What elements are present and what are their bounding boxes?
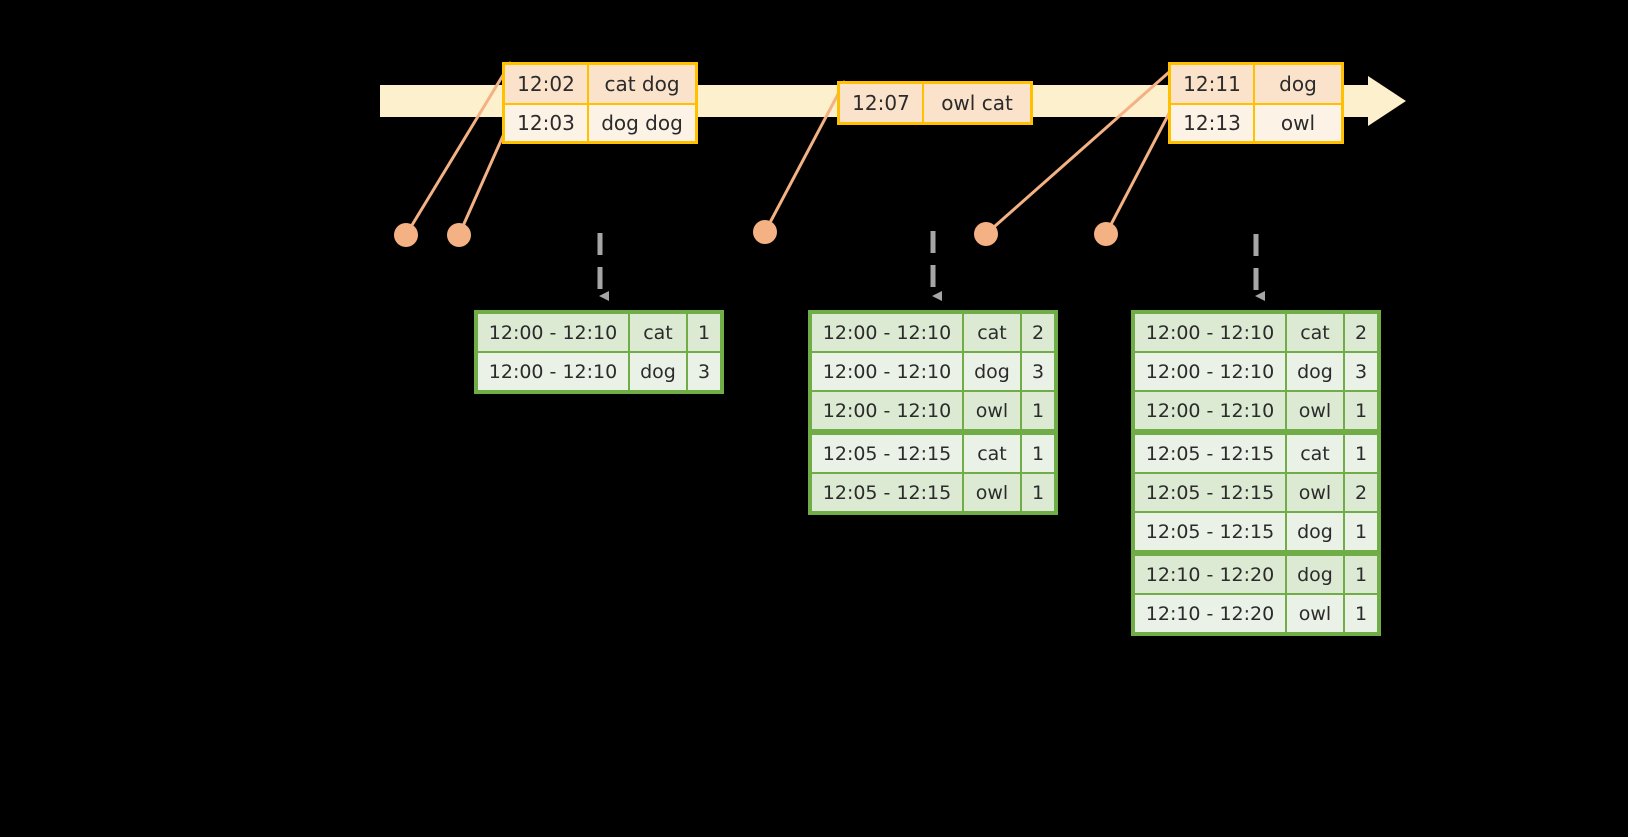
event-row: 12:07 owl cat: [840, 84, 1030, 122]
event-row: 12:02 cat dog: [505, 65, 695, 103]
count-cell: 1: [1022, 435, 1054, 472]
window-cell: 12:00 - 12:10: [812, 392, 962, 429]
event-box-1[interactable]: 12:02 cat dog 12:03 dog dog: [502, 62, 698, 144]
connector-dot-2: [447, 223, 471, 247]
word-cell: cat: [964, 314, 1020, 351]
connector-dots: [394, 220, 1118, 247]
event-box-3[interactable]: 12:11 dog 12:13 owl: [1168, 62, 1344, 144]
word-cell: owl: [1287, 595, 1343, 632]
down-arrows: [597, 231, 1265, 301]
word-cell: cat: [630, 314, 686, 351]
count-cell: 1: [1022, 392, 1054, 429]
count-cell: 1: [1022, 474, 1054, 511]
window-cell: 12:00 - 12:10: [812, 353, 962, 390]
word-cell: owl: [964, 392, 1020, 429]
window-cell: 12:05 - 12:15: [1135, 513, 1285, 550]
window-cell: 12:05 - 12:15: [812, 474, 962, 511]
count-cell: 1: [688, 314, 720, 351]
count-cell: 1: [1345, 556, 1377, 593]
window-cell: 12:00 - 12:10: [1135, 314, 1285, 351]
connector-dot-3: [753, 220, 777, 244]
connector-dot-4: [974, 222, 998, 246]
word-cell: owl: [964, 474, 1020, 511]
window-cell: 12:05 - 12:15: [812, 435, 962, 472]
count-cell: 1: [1345, 595, 1377, 632]
connector-dot-5: [1094, 222, 1118, 246]
event-time: 12:13: [1171, 105, 1255, 141]
count-cell: 1: [1345, 435, 1377, 472]
word-cell: dog: [1287, 353, 1343, 390]
event-time: 12:07: [840, 84, 924, 122]
word-cell: dog: [1287, 513, 1343, 550]
word-cell: dog: [1287, 556, 1343, 593]
window-cell: 12:00 - 12:10: [1135, 392, 1285, 429]
count-cell: 2: [1345, 314, 1377, 351]
event-time: 12:03: [505, 105, 589, 141]
word-cell: cat: [1287, 435, 1343, 472]
event-words: cat dog: [604, 72, 680, 96]
window-cell: 12:10 - 12:20: [1135, 556, 1285, 593]
count-cell: 2: [1345, 474, 1377, 511]
count-cell: 3: [1345, 353, 1377, 390]
word-cell: owl: [1287, 392, 1343, 429]
event-words: dog: [1279, 72, 1317, 96]
count-cell: 1: [1345, 513, 1377, 550]
window-cell: 12:00 - 12:10: [812, 314, 962, 351]
event-words: owl cat: [941, 91, 1013, 115]
event-row: 12:13 owl: [1171, 103, 1341, 141]
window-cell: 12:00 - 12:10: [478, 353, 628, 390]
count-cell: 1: [1345, 392, 1377, 429]
event-row: 12:03 dog dog: [505, 103, 695, 141]
event-row: 12:11 dog: [1171, 65, 1341, 103]
window-cell: 12:05 - 12:15: [1135, 435, 1285, 472]
window-cell: 12:00 - 12:10: [1135, 353, 1285, 390]
word-cell: cat: [1287, 314, 1343, 351]
word-cell: cat: [964, 435, 1020, 472]
count-cell: 3: [1022, 353, 1054, 390]
count-cell: 2: [1022, 314, 1054, 351]
event-time: 12:02: [505, 65, 589, 103]
window-cell: 12:00 - 12:10: [478, 314, 628, 351]
event-words: dog dog: [601, 111, 683, 135]
event-box-2[interactable]: 12:07 owl cat: [837, 81, 1033, 125]
word-cell: owl: [1287, 474, 1343, 511]
count-cell: 3: [688, 353, 720, 390]
event-words: owl: [1280, 111, 1316, 135]
word-cell: dog: [630, 353, 686, 390]
event-time: 12:11: [1171, 65, 1255, 103]
window-cell: 12:10 - 12:20: [1135, 595, 1285, 632]
timeline-arrowhead-icon: [1368, 76, 1406, 126]
connector-dot-1: [394, 223, 418, 247]
window-cell: 12:05 - 12:15: [1135, 474, 1285, 511]
connector-line-5: [1104, 101, 1177, 235]
word-cell: dog: [964, 353, 1020, 390]
